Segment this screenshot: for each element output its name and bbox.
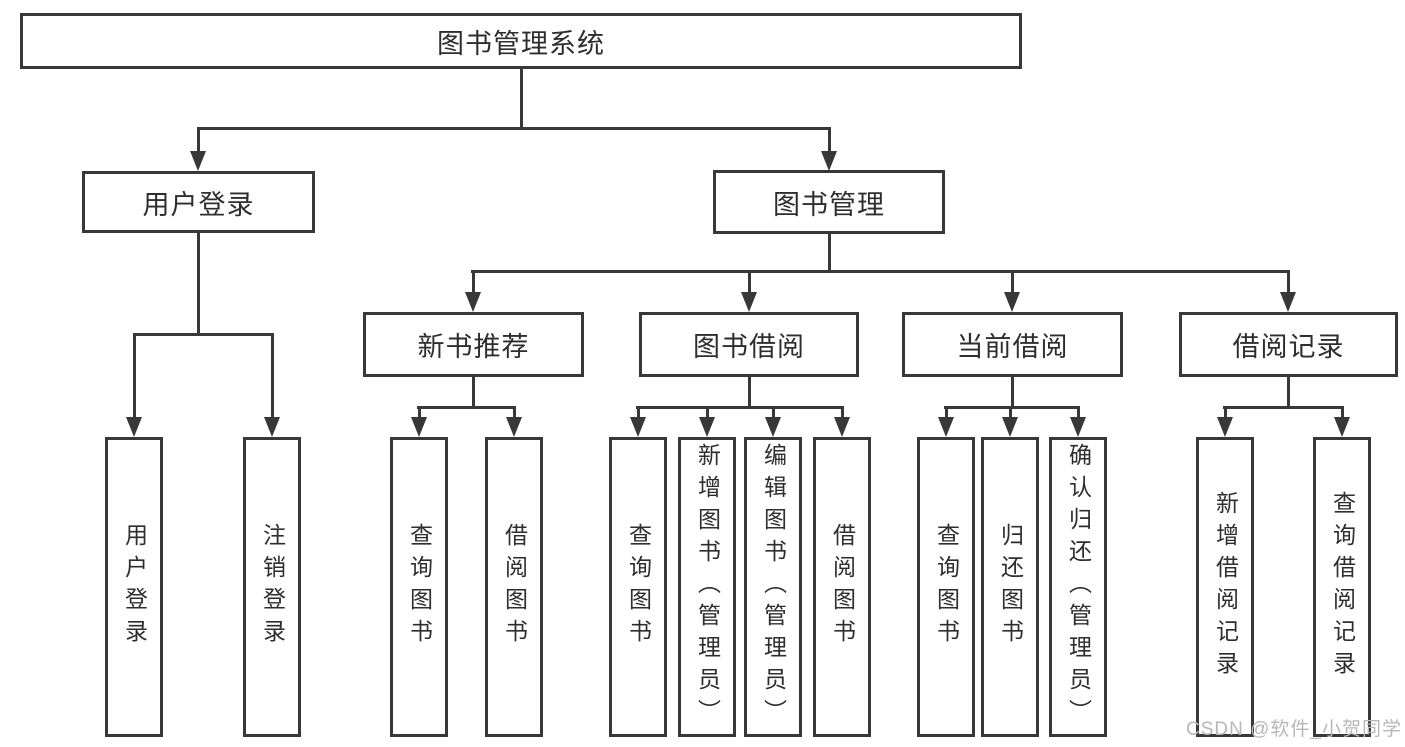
arrowhead (1217, 417, 1233, 437)
node-label: 当前借阅 (956, 332, 1069, 362)
node-logout: 注销登录 (243, 437, 301, 737)
node-cb-query-books: 查询图书 (917, 437, 975, 737)
node-label: 图书借阅 (693, 332, 805, 362)
connector-shaft (1009, 406, 1012, 417)
connector-shaft (748, 270, 751, 292)
arrowhead (741, 292, 757, 312)
node-nb-query-books: 查询图书 (390, 437, 448, 737)
connector-shaft (841, 406, 844, 417)
connector-shaft (706, 406, 709, 417)
connector-shaft (472, 270, 475, 292)
connector-stem (748, 377, 751, 408)
connector-stem (472, 377, 475, 408)
node-label: 查询图书 (933, 523, 960, 651)
node-label: 用户登录 (121, 523, 148, 651)
arrowhead (821, 151, 837, 171)
node-bb-query-books: 查询图书 (609, 437, 667, 737)
connector-shaft (1011, 270, 1014, 292)
arrowhead (506, 417, 522, 437)
arrowhead (699, 417, 715, 437)
connector-branch (944, 406, 1080, 409)
arrowhead (411, 417, 427, 437)
connector-login-branch (133, 333, 274, 336)
connector-mgmt-stem (828, 234, 831, 272)
arrowhead (630, 417, 646, 437)
csdn-watermark: CSDN @软件_小贺同学 (1186, 719, 1402, 740)
arrowhead (264, 417, 280, 437)
connector-branch (417, 406, 516, 409)
node-label: 归还图书 (997, 523, 1024, 651)
connector-shaft (418, 406, 421, 417)
node-label: 用户登录 (142, 189, 255, 220)
node-cb-return-books: 归还图书 (981, 437, 1039, 737)
connector-shaft (828, 127, 831, 151)
connector-shaft (1224, 406, 1227, 417)
arrowhead (1334, 417, 1350, 437)
connector-shaft (271, 333, 274, 417)
node-label: 注销登录 (259, 523, 286, 651)
arrowhead (190, 151, 206, 171)
connector-login-stem (197, 233, 200, 335)
node-label: 借阅图书 (501, 523, 528, 651)
arrowhead (1002, 417, 1018, 437)
node-label: 查询图书 (625, 523, 652, 651)
node-nb-borrow-books: 借阅图书 (485, 437, 543, 737)
node-cb-confirm-return-admin: 确认归还（管理员） (1049, 437, 1107, 737)
node-login: 用户登录 (105, 437, 163, 737)
node-library-management-system: 图书管理系统 (20, 13, 1022, 69)
node-label: 新增图书（管理员） (694, 443, 721, 731)
node-label: 查询借阅记录 (1329, 491, 1356, 683)
node-bb-add-books-admin: 新增图书（管理员） (678, 437, 736, 737)
node-label: 确认归还（管理员） (1065, 443, 1092, 731)
connector-stem (1011, 377, 1014, 408)
arrowhead (1070, 417, 1086, 437)
node-label: 借阅记录 (1232, 332, 1345, 362)
node-book-borrowing: 图书借阅 (639, 312, 859, 377)
connector-shaft (945, 406, 948, 417)
connector-root-stem (520, 69, 523, 129)
arrowhead (465, 292, 481, 312)
node-current-borrowing: 当前借阅 (902, 312, 1123, 377)
connector-shaft (133, 333, 136, 417)
connector-stem (1287, 377, 1290, 408)
arrowhead (765, 417, 781, 437)
node-new-book-recommend: 新书推荐 (363, 312, 584, 377)
connector-shaft (637, 406, 640, 417)
connector-shaft (513, 406, 516, 417)
node-label: 新增借阅记录 (1212, 491, 1239, 683)
node-borrow-records: 借阅记录 (1179, 312, 1398, 377)
node-label: 查询图书 (406, 523, 433, 651)
node-label: 图书管理系统 (437, 28, 605, 59)
node-label: 图书管理 (773, 189, 885, 220)
node-bb-edit-books-admin: 编辑图书（管理员） (744, 437, 802, 737)
connector-shaft (197, 127, 200, 151)
connector-shaft (1341, 406, 1344, 417)
connector-branch (1223, 406, 1344, 409)
node-bb-borrow-books: 借阅图书 (813, 437, 871, 737)
connector-shaft (1287, 270, 1290, 292)
node-user-login: 用户登录 (82, 171, 315, 233)
node-br-query-record: 查询借阅记录 (1313, 437, 1371, 737)
node-label: 编辑图书（管理员） (760, 443, 787, 731)
node-label: 新书推荐 (417, 332, 530, 362)
node-br-add-record: 新增借阅记录 (1196, 437, 1254, 737)
arrowhead (1280, 292, 1296, 312)
arrowhead (1004, 292, 1020, 312)
connector-root-branch (197, 127, 831, 130)
connector-shaft (772, 406, 775, 417)
connector-mgmt-branch (471, 270, 1290, 273)
node-label: 借阅图书 (829, 523, 856, 651)
arrowhead (126, 417, 142, 437)
connector-shaft (1077, 406, 1080, 417)
connector-branch (636, 406, 844, 409)
arrowhead (938, 417, 954, 437)
arrowhead (834, 417, 850, 437)
node-book-management: 图书管理 (713, 170, 945, 234)
